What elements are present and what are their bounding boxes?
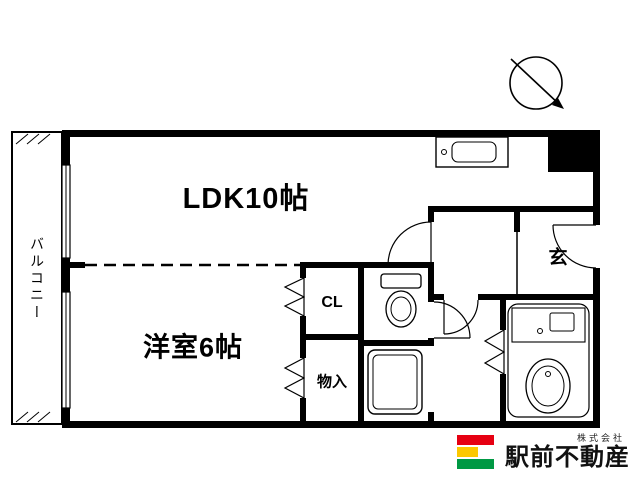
washroom-door-swing-icon (443, 299, 479, 335)
wall-top (62, 130, 600, 137)
entrance-door-swing-icon (552, 224, 597, 269)
logo-bar-red (457, 435, 494, 445)
windows (61, 164, 71, 409)
wall-right-upper (593, 137, 600, 225)
wall-partition-stub (70, 262, 85, 268)
closet-folding-door-icon (283, 296, 305, 317)
wall-left-c (62, 408, 70, 421)
wall-washroom-top-b (478, 294, 593, 300)
bath-unit-outline (507, 303, 590, 418)
storage-folding-door-icon (283, 357, 305, 379)
wall-bottom (62, 421, 600, 428)
balcony-divider-hatch-top (15, 133, 51, 145)
wall-hall-left-b (428, 268, 434, 302)
company-logo-mark (457, 435, 494, 469)
toilet-door-swing-icon (433, 301, 471, 339)
folding-door-icons (283, 277, 505, 399)
wall-bath-left-b (500, 374, 506, 421)
wall-closet-left-c (300, 398, 306, 421)
wall-toilet-bottom (358, 340, 434, 346)
washing-machine-pan-icon (367, 349, 423, 415)
wall-closet-left-a (300, 268, 306, 278)
logo-bar-green (457, 459, 494, 469)
logo-bar-yellow (457, 447, 478, 457)
bath-folding-door-icon (483, 350, 505, 376)
closet-folding-door-icon (283, 277, 305, 298)
room-label-western-room: 洋室6帖 (142, 332, 244, 363)
toilet-icon (380, 273, 422, 328)
wall-pillar-top-right (548, 130, 600, 172)
bathtub-icon (525, 358, 571, 414)
room-label-storage: 物入 (316, 373, 348, 391)
company-name: 駅前不動産 (505, 443, 630, 471)
wall-washroom-top-a (434, 294, 444, 300)
room-label-closet: CL (321, 294, 343, 311)
room-label-entrance: 玄 (548, 247, 568, 269)
wall-hall-left-d (428, 412, 434, 421)
storage-folding-door-icon (283, 377, 305, 399)
ldk-door-swing-icon (387, 221, 432, 266)
wall-left-b (62, 258, 70, 292)
company-logo-text: 株式会社 駅前不動産 (505, 433, 630, 471)
wall-entrance-stub (514, 212, 520, 232)
wall-left-a (62, 137, 70, 165)
company-prefix: 株式会社 (576, 432, 625, 443)
bath-folding-door-icon (483, 328, 505, 354)
room-label-ldk: LDK10帖 (182, 183, 310, 215)
wall-hall-left-a (428, 212, 434, 222)
compass-icon (509, 56, 564, 110)
wall-hall-top (428, 206, 593, 212)
door-swing-icons (387, 221, 597, 339)
bathroom (507, 303, 590, 418)
balcony-divider-hatch-bottom (15, 411, 51, 423)
vanity-sink-icon (511, 307, 586, 343)
wall-bath-left-a (500, 300, 506, 330)
room-label-balcony: バルコニー (29, 236, 45, 322)
walls (62, 130, 600, 428)
wall-mid-horizontal (300, 262, 434, 268)
company-logo: 株式会社 駅前不動産 (456, 432, 630, 472)
balcony-outline (11, 131, 63, 425)
wall-closet-divider (300, 334, 364, 340)
kitchen-sink-icon (435, 136, 509, 168)
wall-right-lower (593, 268, 600, 428)
